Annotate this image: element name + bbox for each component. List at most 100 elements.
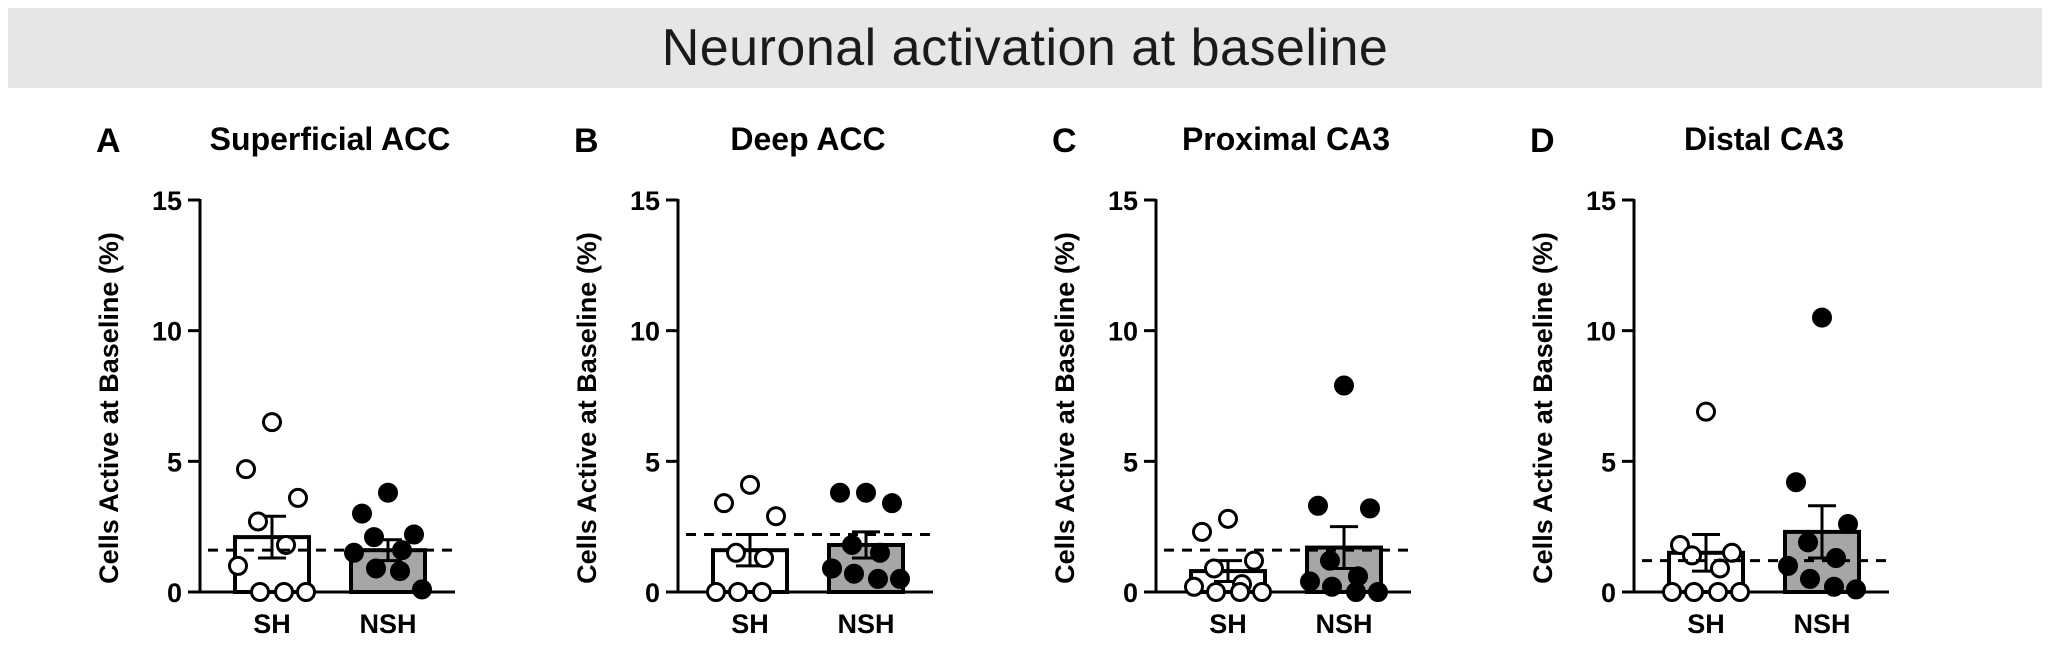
data-point-nsh (1360, 498, 1380, 519)
data-point-sh (1230, 582, 1250, 602)
data-point-nsh (352, 503, 372, 524)
data-point-sh (740, 474, 760, 495)
data-point-sh (754, 548, 774, 569)
data-point-nsh (842, 534, 862, 555)
x-tick-label-nsh: NSH (1315, 609, 1372, 639)
data-point-sh (1206, 582, 1226, 602)
data-point-nsh (366, 558, 386, 579)
data-point-nsh (1346, 582, 1366, 602)
data-point-sh (288, 487, 308, 508)
y-tick-label: 5 (645, 447, 660, 477)
x-tick-label-nsh: NSH (837, 609, 894, 639)
data-point-sh (262, 412, 282, 433)
data-point-nsh (1846, 579, 1866, 600)
y-tick-label: 0 (1123, 578, 1138, 608)
data-point-nsh (412, 579, 432, 600)
data-point-sh (1696, 401, 1716, 422)
data-point-nsh (1826, 548, 1846, 569)
y-tick-label: 15 (630, 186, 660, 216)
data-point-nsh (844, 563, 864, 584)
data-point-nsh (830, 482, 850, 503)
data-point-nsh (890, 568, 910, 589)
data-point-nsh (1838, 514, 1858, 535)
data-point-sh (296, 582, 316, 602)
data-point-nsh (1322, 576, 1342, 597)
y-tick-label: 0 (167, 578, 182, 608)
data-point-nsh (378, 482, 398, 503)
panel-title: Superficial ACC (210, 121, 451, 157)
panel-letter-a: A (96, 122, 121, 160)
data-point-sh (250, 582, 270, 602)
figure-title: Neuronal activation at baseline (661, 19, 1389, 77)
data-point-nsh (404, 524, 424, 545)
data-point-nsh (1812, 307, 1832, 328)
data-point-sh (228, 555, 248, 576)
data-point-sh (236, 459, 256, 480)
data-point-sh (1192, 521, 1212, 542)
x-tick-label-sh: SH (731, 609, 769, 639)
data-point-nsh (344, 542, 364, 563)
x-tick-label-sh: SH (1687, 609, 1725, 639)
figure-banner: Neuronal activation at baseline (8, 8, 2042, 88)
data-point-sh (766, 506, 786, 527)
y-tick-label: 5 (1123, 447, 1138, 477)
data-point-sh (274, 582, 294, 602)
data-point-sh (1244, 550, 1264, 571)
panel-title: Deep ACC (730, 121, 885, 157)
data-point-sh (248, 511, 268, 532)
data-point-nsh (1300, 571, 1320, 592)
data-point-nsh (822, 558, 842, 579)
y-axis-label: Cells Active at Baseline (%) (1050, 232, 1080, 584)
panel-letter-b: B (574, 122, 599, 160)
data-point-nsh (1824, 576, 1844, 597)
y-axis-label: Cells Active at Baseline (%) (572, 232, 602, 584)
y-tick-label: 0 (1601, 578, 1616, 608)
panel-letter-d: D (1530, 122, 1555, 160)
data-point-sh (728, 582, 748, 602)
data-point-sh (1662, 582, 1682, 602)
y-tick-label: 5 (1601, 447, 1616, 477)
data-point-sh (752, 582, 772, 602)
x-tick-label-nsh: NSH (359, 609, 416, 639)
y-tick-label: 10 (152, 317, 182, 347)
data-point-sh (1252, 582, 1272, 602)
data-point-sh (714, 493, 734, 514)
data-point-nsh (870, 542, 890, 563)
data-point-nsh (856, 482, 876, 503)
data-point-nsh (1798, 532, 1818, 553)
data-point-sh (1184, 576, 1204, 597)
x-tick-label-nsh: NSH (1793, 609, 1850, 639)
panel-title: Distal CA3 (1684, 121, 1844, 157)
panel-title: Proximal CA3 (1182, 121, 1390, 157)
data-point-nsh (1334, 375, 1354, 396)
y-tick-label: 10 (1108, 317, 1138, 347)
panel-letter-c: C (1052, 122, 1077, 160)
y-axis-label: Cells Active at Baseline (%) (1528, 232, 1558, 584)
data-point-nsh (868, 568, 888, 589)
x-tick-label-sh: SH (253, 609, 291, 639)
data-point-nsh (364, 527, 384, 548)
data-point-sh (706, 582, 726, 602)
y-tick-label: 5 (167, 447, 182, 477)
data-point-sh (1730, 582, 1750, 602)
data-point-sh (1204, 558, 1224, 579)
data-point-sh (1710, 558, 1730, 579)
data-point-sh (1218, 508, 1238, 529)
data-point-nsh (1786, 472, 1806, 493)
y-tick-label: 10 (1586, 317, 1616, 347)
data-point-nsh (1308, 495, 1328, 516)
y-axis-label: Cells Active at Baseline (%) (94, 232, 124, 584)
data-point-sh (726, 542, 746, 563)
y-tick-label: 15 (1586, 186, 1616, 216)
y-tick-label: 15 (152, 186, 182, 216)
y-tick-label: 10 (630, 317, 660, 347)
data-point-nsh (1320, 550, 1340, 571)
data-point-sh (1722, 542, 1742, 563)
y-tick-label: 15 (1108, 186, 1138, 216)
x-tick-label-sh: SH (1209, 609, 1247, 639)
data-point-nsh (1800, 568, 1820, 589)
data-point-sh (1684, 582, 1704, 602)
data-point-sh (1708, 582, 1728, 602)
data-point-nsh (390, 561, 410, 582)
